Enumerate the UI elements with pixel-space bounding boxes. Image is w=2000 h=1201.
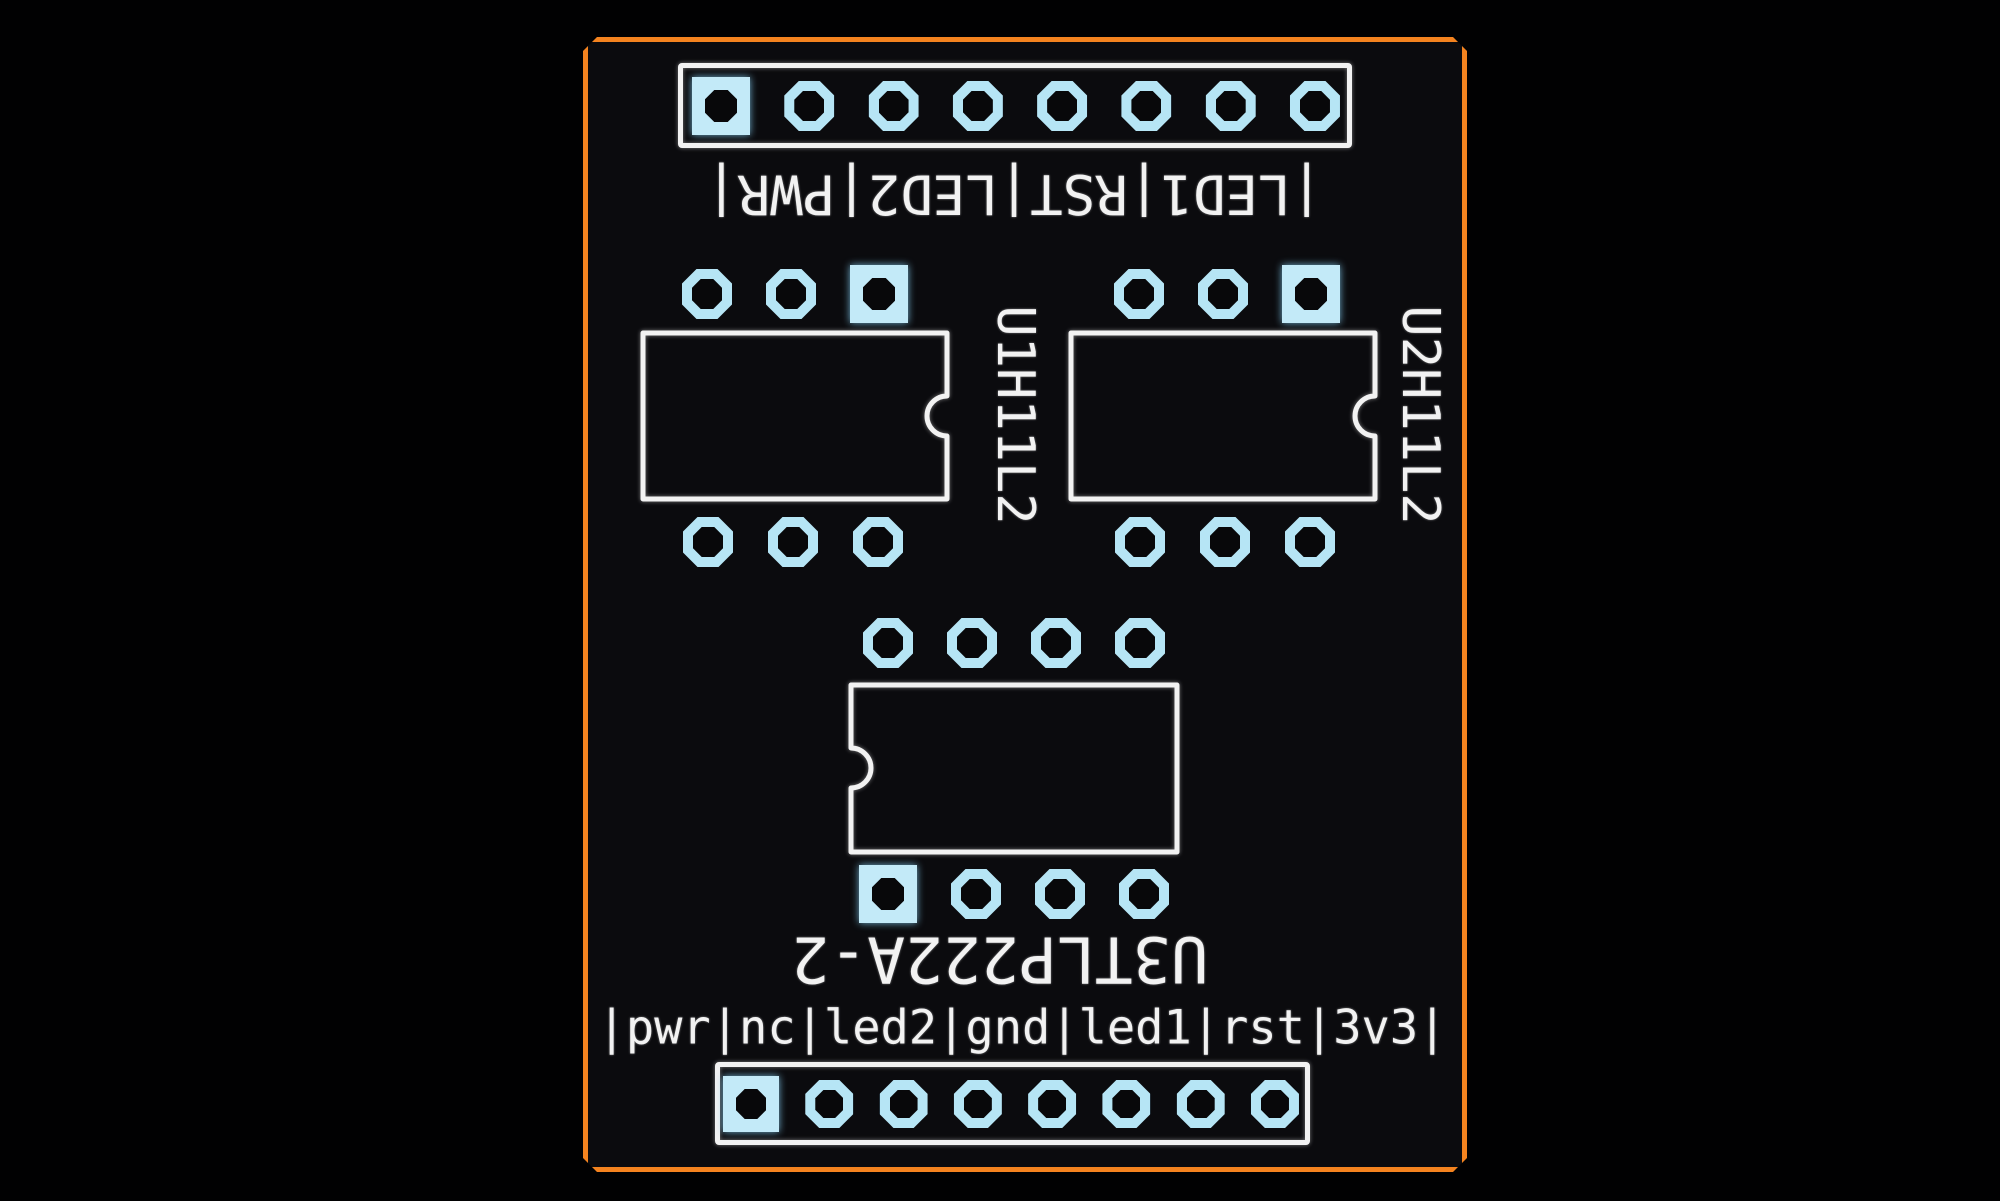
u1-body-outline [640,330,950,502]
round-through-hole-pad [953,81,1003,131]
round-through-hole-pad [880,1080,928,1128]
u2-top-pads [1114,264,1340,324]
u1-reference-label: U1H11L2 [985,305,1045,525]
round-through-hole-pad [682,269,732,319]
round-through-hole-pad [1028,1080,1076,1128]
round-through-hole-pad [1119,869,1169,919]
round-through-hole-pad [853,517,903,567]
round-through-hole-pad [784,81,834,131]
round-through-hole-pad [683,517,733,567]
round-through-hole-pad [951,869,1001,919]
round-through-hole-pad [766,269,816,319]
square-through-hole-pad [1282,265,1340,323]
round-through-hole-pad [1102,1080,1150,1128]
round-through-hole-pad [1200,517,1250,567]
u3-top-pads [863,617,1165,669]
round-through-hole-pad [1206,81,1256,131]
u3-reference-label: U3TLP222A-2 [791,922,1209,996]
round-through-hole-pad [1031,618,1081,668]
round-through-hole-pad [805,1080,853,1128]
round-through-hole-pad [869,81,919,131]
square-through-hole-pad [850,265,908,323]
round-through-hole-pad [1290,81,1340,131]
round-through-hole-pad [1037,81,1087,131]
square-through-hole-pad [692,77,750,135]
pcb-board-outline: |LED1|RST|LED2|PWR| U1H11L2 U2H11L2 U3TL… [583,37,1467,1172]
bottom-connector-pin-labels: |pwr|nc|led2|gnd|led1|rst|3v3| [597,1000,1447,1056]
round-through-hole-pad [1115,517,1165,567]
u2-body-outline [1068,330,1378,502]
round-through-hole-pad [863,618,913,668]
round-through-hole-pad [1285,517,1335,567]
round-through-hole-pad [1115,618,1165,668]
u3-bottom-pads [859,864,1169,924]
round-through-hole-pad [1251,1080,1299,1128]
round-through-hole-pad [1114,269,1164,319]
bottom-connector-pads [723,1075,1299,1133]
top-connector-silkscreen-box [678,63,1352,148]
square-through-hole-pad [859,865,917,923]
u2-bottom-pads [1115,516,1335,568]
square-through-hole-pad [723,1076,779,1132]
round-through-hole-pad [768,517,818,567]
u1-top-pads [682,264,908,324]
u1-bottom-pads [683,516,903,568]
round-through-hole-pad [947,618,997,668]
u2-reference-label: U2H11L2 [1390,305,1450,525]
round-through-hole-pad [1198,269,1248,319]
bottom-connector-silkscreen-box [715,1062,1310,1145]
u3-body-outline [848,682,1180,855]
round-through-hole-pad [954,1080,1002,1128]
round-through-hole-pad [1035,869,1085,919]
top-connector-pads [692,76,1340,136]
top-connector-pin-labels: |LED1|RST|LED2|PWR| [705,162,1323,226]
round-through-hole-pad [1177,1080,1225,1128]
round-through-hole-pad [1121,81,1171,131]
